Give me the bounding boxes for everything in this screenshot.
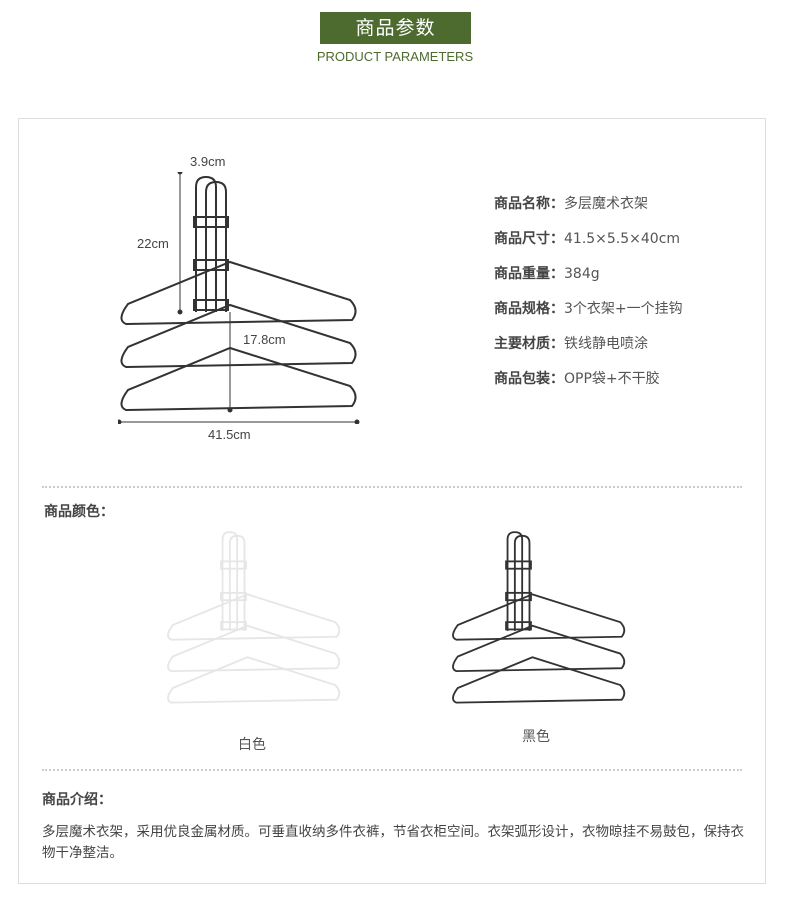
- param-row: 商品包装：OPP袋+不干胶: [494, 371, 660, 387]
- dim-width-top: 3.9cm: [190, 154, 226, 169]
- color-white-caption: 白色: [238, 737, 266, 753]
- section-title: 商品参数: [320, 12, 471, 44]
- hanger-white-image: [167, 531, 341, 704]
- dim-height-lower: 17.8cm: [243, 332, 286, 347]
- intro-text: 多层魔术衣架，采用优良金属材质。可垂直收纳多件衣裤，节省衣柜空间。衣架弧形设计，…: [42, 824, 744, 861]
- section-subtitle: PRODUCT PARAMETERS: [316, 49, 474, 64]
- param-row: 商品重量：384g: [494, 266, 600, 282]
- dim-height-hook: 22cm: [137, 236, 169, 251]
- param-row: 商品尺寸：41.5×5.5×40cm: [494, 231, 681, 247]
- param-row: 商品名称：多层魔术衣架: [494, 196, 648, 212]
- hanger-dimension-diagram: [118, 172, 360, 424]
- color-label: 商品颜色：: [44, 504, 114, 520]
- color-black-caption: 黑色: [522, 729, 550, 745]
- dim-width-total: 41.5cm: [208, 427, 251, 442]
- hanger-black-image: [452, 531, 626, 704]
- param-row: 商品规格：3个衣架+一个挂钩: [494, 301, 683, 317]
- intro-label: 商品介绍：: [42, 792, 112, 808]
- divider: [42, 486, 742, 488]
- content-frame: [18, 118, 766, 884]
- param-row: 主要材质：铁线静电喷涂: [494, 336, 648, 352]
- divider: [42, 769, 742, 771]
